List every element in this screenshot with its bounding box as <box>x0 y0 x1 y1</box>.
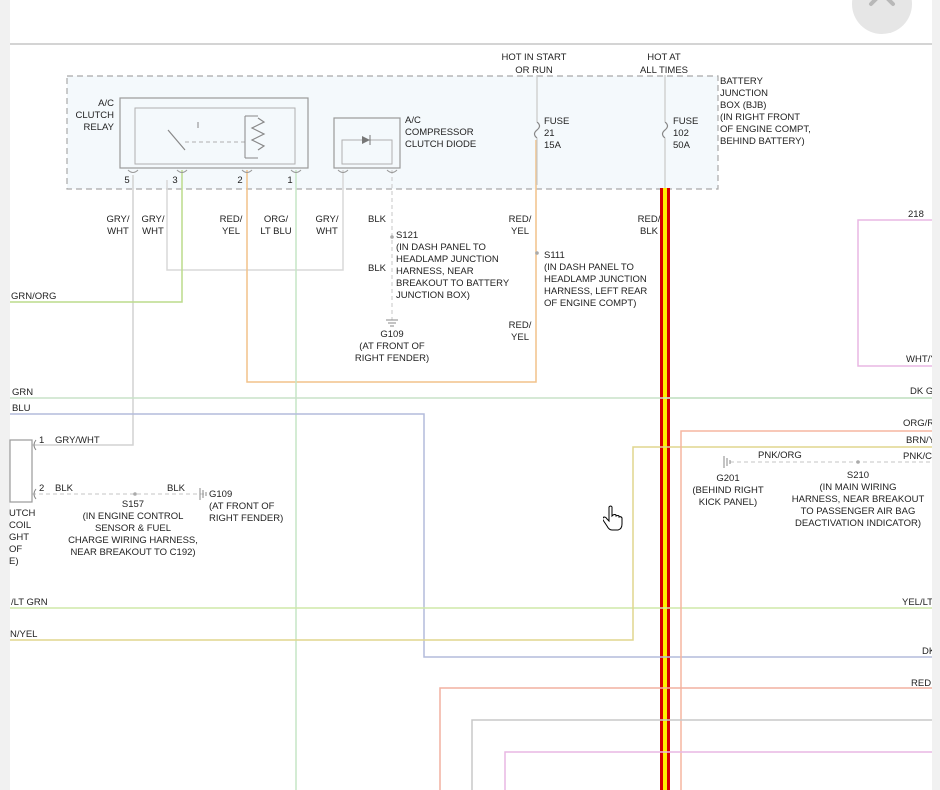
fuse-102-symbol <box>661 121 669 139</box>
connector-pins <box>127 169 398 173</box>
scrollbar-track[interactable] <box>932 0 940 790</box>
svg-text:ORG/LT BLU: ORG/LT BLU <box>260 214 291 237</box>
svg-text:ORG/R: ORG/R <box>903 418 934 429</box>
svg-text:N/YEL: N/YEL <box>10 629 37 640</box>
wire-pnk-218 <box>857 219 932 367</box>
svg-text:BLU: BLU <box>12 403 31 414</box>
svg-text:/LT GRN: /LT GRN <box>11 597 48 608</box>
ground-g109-bottom-icon <box>199 488 207 500</box>
pin-5: 5 <box>124 175 129 186</box>
wire-grn-org <box>10 170 183 303</box>
wire-red-bottom <box>439 687 932 790</box>
wire-n-yel <box>10 446 932 641</box>
wire-gry-wht-pin3-loop <box>166 170 344 271</box>
svg-text:DK: DK <box>922 646 936 657</box>
svg-text:GRN/ORG: GRN/ORG <box>11 291 56 302</box>
wire-gray-bottom <box>471 719 932 790</box>
wire-org-r <box>680 430 932 790</box>
svg-text:BLK: BLK <box>368 263 387 274</box>
ground-g109-top-icon <box>386 319 398 327</box>
clutch-coil-body <box>9 439 33 503</box>
svg-text:RED/YEL: RED/YEL <box>509 320 532 343</box>
hot-in-start-label: HOT IN START <box>502 52 567 63</box>
hot-at-all-times-label: HOT AT <box>647 52 681 63</box>
svg-text:WHT/Y: WHT/Y <box>906 354 937 365</box>
ground-g201-icon <box>723 456 731 468</box>
svg-text:2: 2 <box>39 483 44 494</box>
svg-text:RED/YEL: RED/YEL <box>220 214 243 237</box>
ac-clutch-relay <box>119 97 309 169</box>
svg-text:GRY/WHT: GRY/WHT <box>106 214 129 237</box>
svg-text:218: 218 <box>908 209 924 220</box>
svg-text:GRY/WHT: GRY/WHT <box>55 435 100 446</box>
svg-text:DK G: DK G <box>910 386 933 397</box>
svg-text:GRY/WHT: GRY/WHT <box>141 214 164 237</box>
close-x-icon <box>869 0 895 6</box>
wire-gry-wht-pin5 <box>32 175 134 446</box>
ac-compressor-clutch-diode <box>333 117 401 169</box>
svg-text:PNK/ORG: PNK/ORG <box>758 450 802 461</box>
svg-text:BLK: BLK <box>368 214 387 225</box>
svg-text:BLK: BLK <box>167 483 186 494</box>
svg-text:PNK/C: PNK/C <box>903 451 932 462</box>
svg-text:BRN/Y: BRN/Y <box>906 435 936 446</box>
svg-text:YEL/LT: YEL/LT <box>902 597 933 608</box>
fuse-21-symbol <box>533 121 541 139</box>
svg-text:RED: RED <box>911 678 931 689</box>
svg-text:BLK: BLK <box>55 483 74 494</box>
left-margin <box>0 0 10 790</box>
svg-text:1: 1 <box>39 435 44 446</box>
svg-text:GRN: GRN <box>12 387 33 398</box>
hand-pointer-icon <box>603 505 623 531</box>
wire-pink-bottom <box>504 751 932 790</box>
close-button[interactable] <box>852 0 912 34</box>
header-divider <box>10 43 932 45</box>
wire-blu <box>10 413 932 658</box>
pin-3: 3 <box>172 175 177 186</box>
svg-text:RED/YEL: RED/YEL <box>509 214 532 237</box>
svg-text:GRY/WHT: GRY/WHT <box>315 214 338 237</box>
pin-1: 1 <box>287 175 292 186</box>
svg-text:RED/BLK: RED/BLK <box>638 214 661 237</box>
pin-2: 2 <box>237 175 242 186</box>
wire-red-yel-relay <box>246 140 537 383</box>
